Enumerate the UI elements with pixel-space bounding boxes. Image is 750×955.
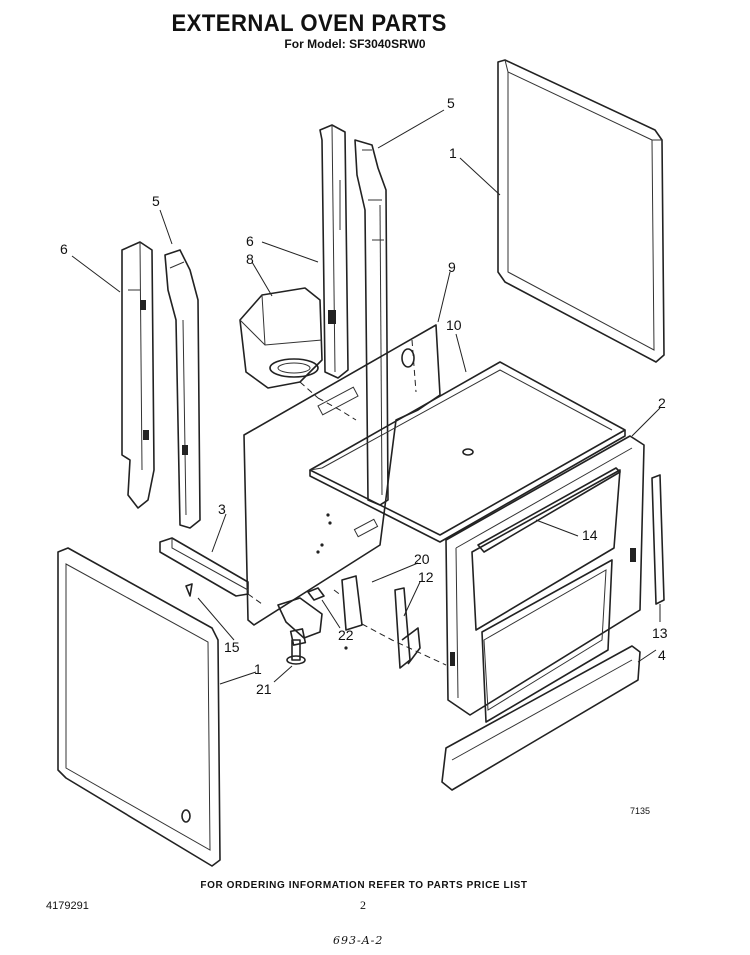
part-glass-strip (477, 467, 621, 553)
part-trim-strip (651, 474, 665, 605)
callout-21: 21 (256, 681, 272, 697)
part-front-frame (445, 435, 645, 723)
part-vent-duct (239, 287, 323, 399)
handwritten-code: 693-A-2 (333, 934, 384, 947)
page-number: 2 (360, 898, 366, 912)
callout-6-center: 6 (246, 233, 254, 249)
part-top-panel (309, 361, 626, 543)
part-kick-panel (441, 645, 641, 791)
page-title: EXTERNAL OVEN PARTS (171, 10, 447, 37)
callout-1-bottom: 1 (254, 661, 262, 677)
part-side-panel-right (497, 59, 665, 363)
part-side-channel-left (121, 241, 155, 509)
callout-9: 9 (448, 259, 456, 275)
part-bracket-rail (159, 537, 249, 597)
callout-5-right: 5 (447, 95, 455, 111)
part-side-trim-left (164, 249, 201, 529)
callout-4: 4 (658, 647, 666, 663)
callout-12: 12 (418, 569, 434, 585)
part-screw (286, 639, 306, 665)
callout-8: 8 (246, 251, 254, 267)
callout-2: 2 (658, 395, 666, 411)
callout-3: 3 (218, 501, 226, 517)
callout-1-top: 1 (449, 145, 457, 161)
part-clip-22 (307, 587, 348, 650)
callout-6-left: 6 (60, 241, 68, 257)
part-side-panel-left (57, 547, 221, 867)
part-small-bracket-20 (341, 575, 363, 631)
callout-13: 13 (652, 625, 668, 641)
model-subtitle: For Model: SF3040SRW0 (284, 37, 426, 51)
part-bracket-12 (394, 587, 421, 669)
part-side-channel-center (319, 124, 349, 379)
part-rear-panel (243, 324, 441, 626)
part-pin (185, 583, 193, 597)
ordering-note: FOR ORDERING INFORMATION REFER TO PARTS … (200, 880, 528, 891)
callout-20: 20 (414, 551, 430, 567)
callout-14: 14 (582, 527, 598, 543)
callout-5-left: 5 (152, 193, 160, 209)
document-number: 4179291 (46, 900, 89, 912)
callout-10: 10 (446, 317, 462, 333)
callout-15: 15 (224, 639, 240, 655)
figure-code: 7135 (630, 806, 651, 816)
callout-22: 22 (338, 627, 354, 643)
part-side-trim-right (354, 139, 389, 506)
